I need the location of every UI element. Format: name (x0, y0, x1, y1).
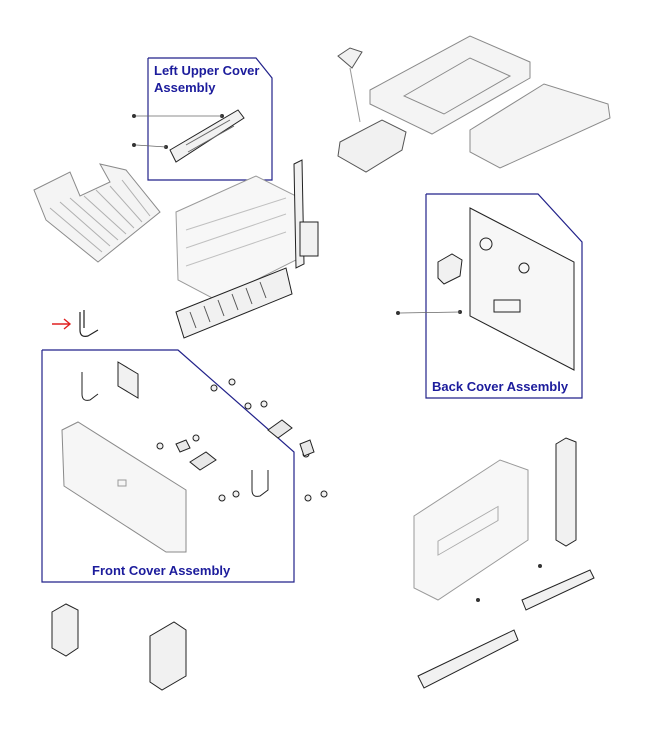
pointer-arrow (52, 318, 72, 330)
back-cover-part (469, 207, 575, 371)
screw-part (156, 378, 328, 502)
output-tray-part (33, 163, 161, 263)
right-upper-bracket-part (293, 159, 319, 269)
front-cover-panel-part (117, 361, 139, 399)
top-cover-extension-part (469, 83, 611, 169)
callout-left-upper-cover-assembly: Left Upper Cover Assembly (154, 62, 276, 96)
callout-left-upper-line2: Assembly (154, 80, 216, 95)
callout-box-left-upper-cover (147, 57, 273, 181)
front-cover-part (61, 421, 187, 553)
front-cover-bracket-part (251, 470, 269, 497)
lower-trim-part (521, 569, 595, 611)
front-cover-hook-part (81, 372, 99, 401)
leader-lines-left-upper (135, 115, 222, 148)
screw-part (476, 564, 542, 602)
callout-left-upper-line1: Left Upper Cover (154, 63, 260, 78)
base-rail-part (417, 629, 519, 689)
control-panel-part (337, 47, 407, 173)
back-cover-latch-part (437, 253, 463, 285)
callout-box-front-cover (41, 349, 295, 583)
leader-line-back-cover (399, 311, 461, 314)
callout-back-cover-assembly: Back Cover Assembly (432, 379, 569, 394)
top-cover-part (369, 35, 531, 135)
right-side-cover-part (413, 459, 529, 601)
hook-part (79, 310, 99, 337)
right-side-trim-part (555, 437, 577, 547)
rear-door-part (175, 267, 293, 339)
callout-front-cover-assembly: Front Cover Assembly (92, 563, 231, 578)
callout-box-back-cover (425, 193, 583, 399)
left-side-bracket-part (51, 603, 79, 657)
front-cover-latch-part (175, 419, 315, 471)
left-upper-cover-part (169, 109, 245, 163)
right-side-bracket-part (149, 621, 187, 691)
